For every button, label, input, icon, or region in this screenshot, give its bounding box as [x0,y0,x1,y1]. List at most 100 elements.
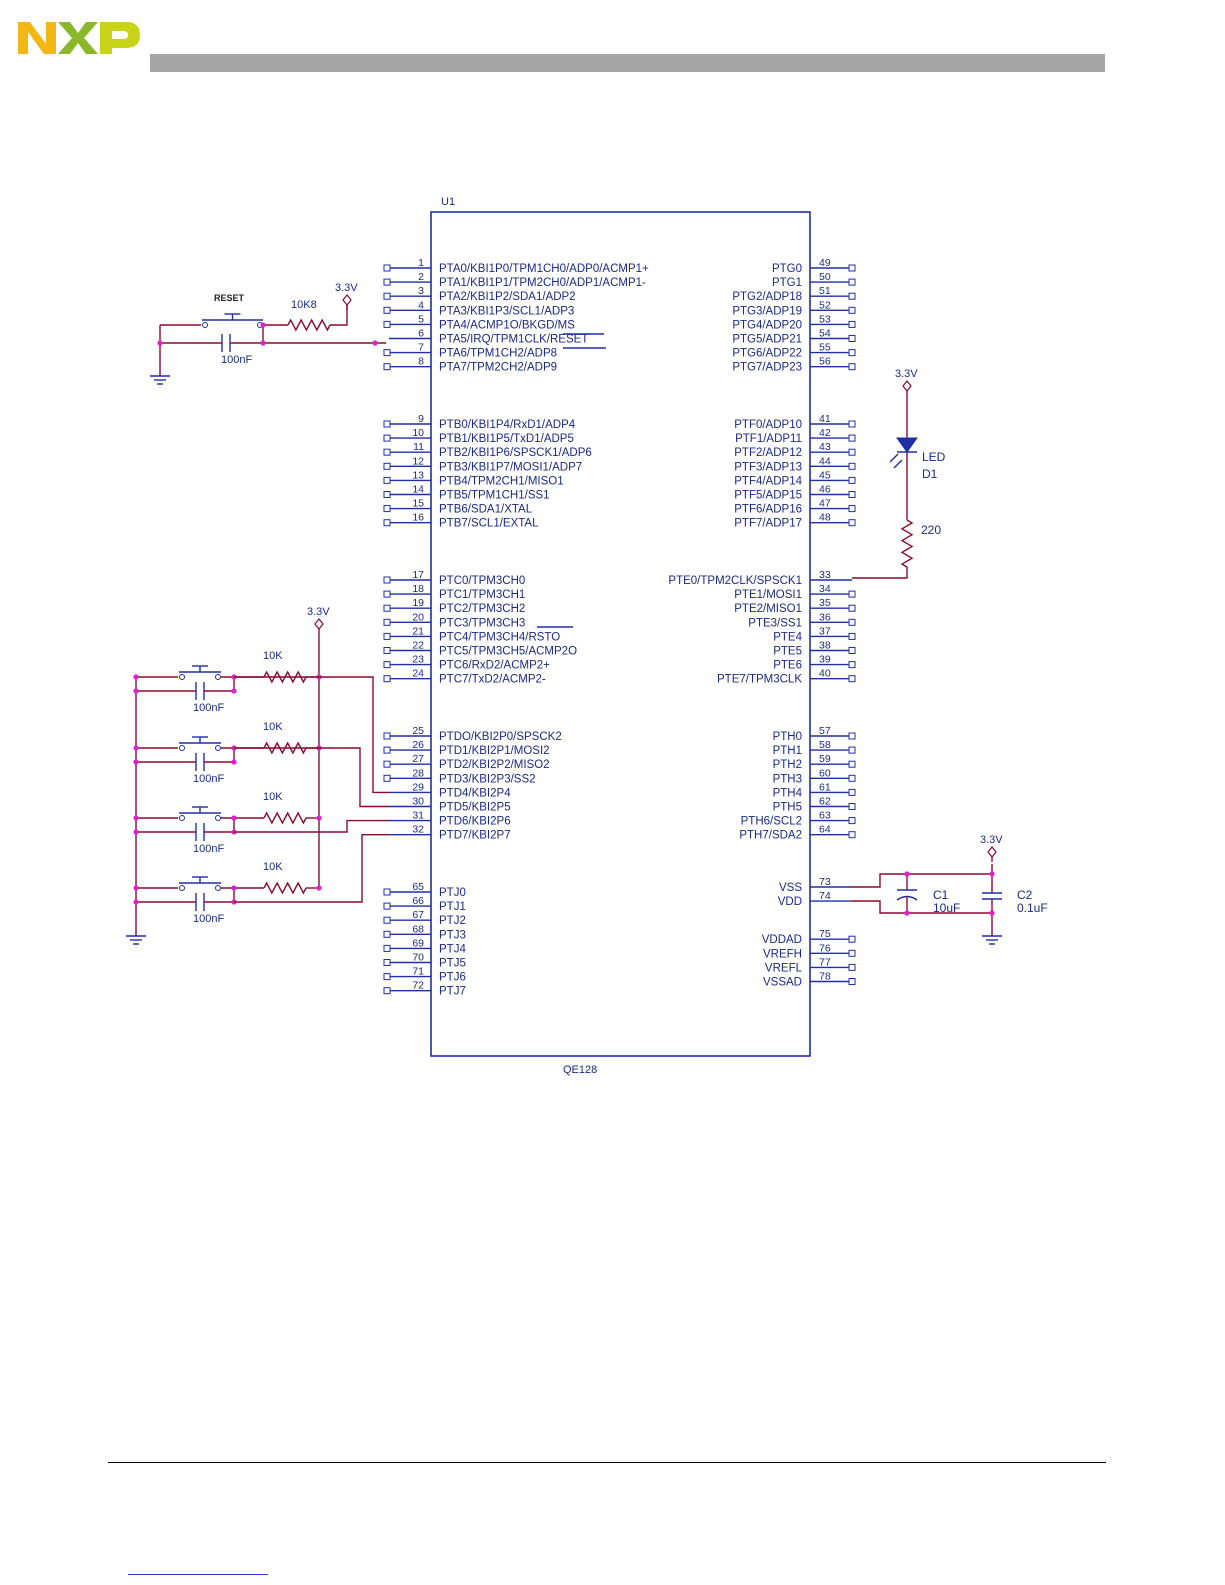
unconnected-pin-pad [383,576,391,584]
pin-name-14: PTB5/TPM1CH1/SS1 [439,490,550,502]
pin-number-1: 1 [418,257,424,269]
pin-number-17: 17 [412,569,424,581]
unconnected-pin-pad [848,817,856,825]
pin-name-68: PTJ3 [439,929,466,941]
pin-number-24: 24 [412,668,424,680]
pin-name-67: PTJ2 [439,915,466,927]
pin-name-20: PTC3/TPM3CH3 [439,617,525,629]
junction-dot [260,322,266,328]
pin-name-45: PTF4/ADP14 [734,475,802,487]
pin-name-48: PTF7/ADP17 [734,518,802,530]
pin-name-3: PTA2/KBI1P2/SDA1/ADP2 [439,291,576,303]
junction-dot [133,759,139,765]
pin-number-65: 65 [412,881,424,893]
pin-name-47: PTF6/ADP16 [734,504,802,516]
pin-name-31: PTD6/KBI2P6 [439,816,511,828]
junction-dot [231,885,237,891]
pin-number-11: 11 [413,441,424,453]
junction-dot [231,815,237,821]
junction-dot [904,910,910,916]
unconnected-pin-pad [383,902,391,910]
pin-number-20: 20 [412,611,424,623]
c2-ref-label: C2 [1017,888,1033,902]
unconnected-pin-pad [848,505,856,513]
pin-number-16: 16 [412,512,424,524]
pin-name-56: PTG7/ADP23 [732,362,802,374]
unconnected-pin-pad [848,519,856,527]
junction-dot [260,340,266,346]
junction-dot [133,674,139,680]
unconnected-pin-pad [848,590,856,598]
pin-name-62: PTH5 [773,802,802,814]
unconnected-pin-pad [848,363,856,371]
unconnected-pin-pad [383,448,391,456]
pin-name-70: PTJ5 [439,958,466,970]
pin-name-30: PTD5/KBI2P5 [439,802,511,814]
unconnected-pin-pad [848,935,856,943]
junction-dot [133,688,139,694]
footer-link [128,1574,268,1575]
pin-name-49: PTG0 [772,263,802,275]
pin-number-69: 69 [412,937,424,949]
pin-name-26: PTD1/KBI2P1/MOSI2 [439,745,550,757]
pin-number-19: 19 [412,597,424,609]
pin-number-48: 48 [819,512,831,524]
led-ray-2 [893,459,903,469]
led-ref-label: D1 [922,467,938,481]
unconnected-pin-pad [848,632,856,640]
key-vcc-symbol [314,618,324,630]
unconnected-pin-pad [383,306,391,314]
junction-dot [133,885,139,891]
unconnected-pin-pad [848,448,856,456]
unconnected-pin-pad [848,675,856,683]
pin-name-59: PTH2 [773,759,802,771]
unconnected-pin-pad [383,292,391,300]
pin-number-30: 30 [412,796,424,808]
reset-switch-contact-a [202,322,208,328]
key3-resistor-label: 10K [263,791,283,803]
unconnected-pin-pad [383,944,391,952]
pin-name-4: PTA3/KBI1P3/SCL1/ADP3 [439,305,574,317]
junction-dot [989,910,995,916]
key2-route-ptd5 [234,747,389,808]
pin-name-69: PTJ4 [439,943,466,955]
pin-name-11: PTB2/KBI1P6/SPSCK1/ADP6 [439,447,592,459]
unconnected-pin-pad [848,434,856,442]
pin-name-61: PTH4 [773,787,803,799]
pin-number-52: 52 [819,299,831,311]
unconnected-pin-pad [383,661,391,669]
pin-name-16: PTB7/SCL1/EXTAL [439,518,539,530]
unconnected-pin-pad [383,363,391,371]
pin-number-50: 50 [819,271,831,283]
pin-name-24: PTC7/TxD2/ACMP2- [439,674,546,686]
unconnected-pin-pad [848,292,856,300]
led-vcc-symbol [902,380,912,392]
pin-number-13: 13 [412,469,424,481]
pin-name-46: PTF5/ADP15 [734,490,802,502]
junction-dot [231,688,237,694]
pin-name-19: PTC2/TPM3CH2 [439,603,525,615]
key-vcc-label: 3.3V [307,606,330,618]
chip-body [430,211,811,1057]
unconnected-pin-pad [848,335,856,342]
pin-name-63: PTH6/SCL2 [741,816,802,828]
pin-number-44: 44 [819,455,831,467]
pin-number-55: 55 [819,342,831,354]
pin-name-71: PTJ6 [439,972,466,984]
pin-number-59: 59 [819,753,831,765]
pin-name-29: PTD4/KBI2P4 [439,787,511,799]
pin-number-45: 45 [819,469,831,481]
junction-dot [157,340,163,346]
pin-name-74: VDD [778,896,802,908]
pin-name-34: PTE1/MOSI1 [734,589,802,601]
pin-name-9: PTB0/KBI1P4/RxD1/ADP4 [439,419,576,431]
unconnected-pin-pad [383,973,391,981]
reset-cap-label: 100nF [221,354,252,366]
junction-dot [133,829,139,835]
unconnected-pin-pad [383,278,391,286]
chip-ref: U1 [441,196,455,208]
key4-switch-contact-a [179,885,185,891]
unconnected-pin-pad [383,916,391,924]
pin-name-64: PTH7/SDA2 [739,830,802,842]
pin-number-53: 53 [819,313,831,325]
